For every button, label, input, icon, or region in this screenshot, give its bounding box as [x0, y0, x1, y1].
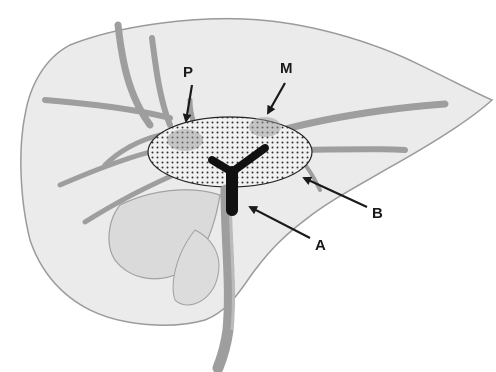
label-P: P: [183, 64, 193, 81]
label-A: A: [315, 237, 326, 254]
label-B: B: [372, 205, 383, 222]
right-confluence-shade: [167, 129, 203, 151]
label-M: M: [280, 60, 293, 77]
left-confluence-shade: [249, 117, 281, 137]
